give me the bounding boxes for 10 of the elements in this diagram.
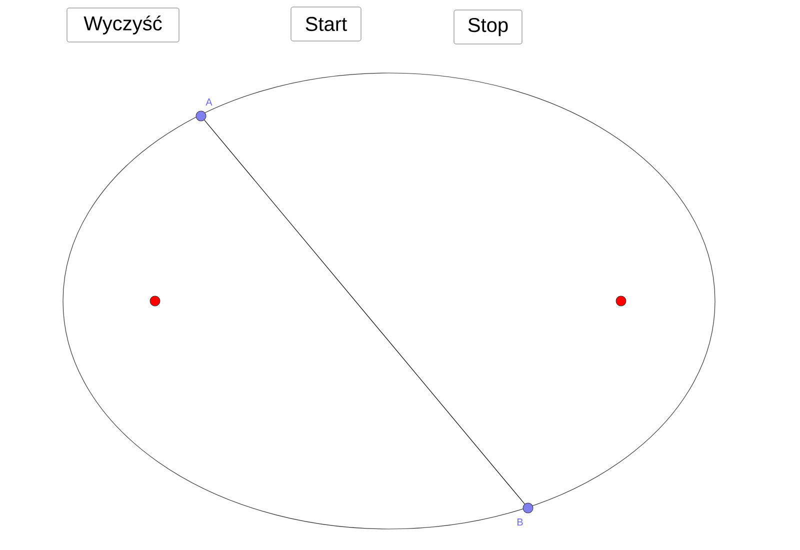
focus-point (150, 296, 160, 306)
focus-point (616, 296, 626, 306)
button: Start (290, 6, 362, 42)
point-label: B (517, 518, 523, 526)
point (522, 502, 534, 514)
ellipse-curve (62, 72, 716, 530)
line-segment (204, 120, 525, 504)
point-label: A (206, 98, 212, 106)
button: Wyczyść (66, 8, 180, 42)
button: Stop (454, 10, 522, 44)
